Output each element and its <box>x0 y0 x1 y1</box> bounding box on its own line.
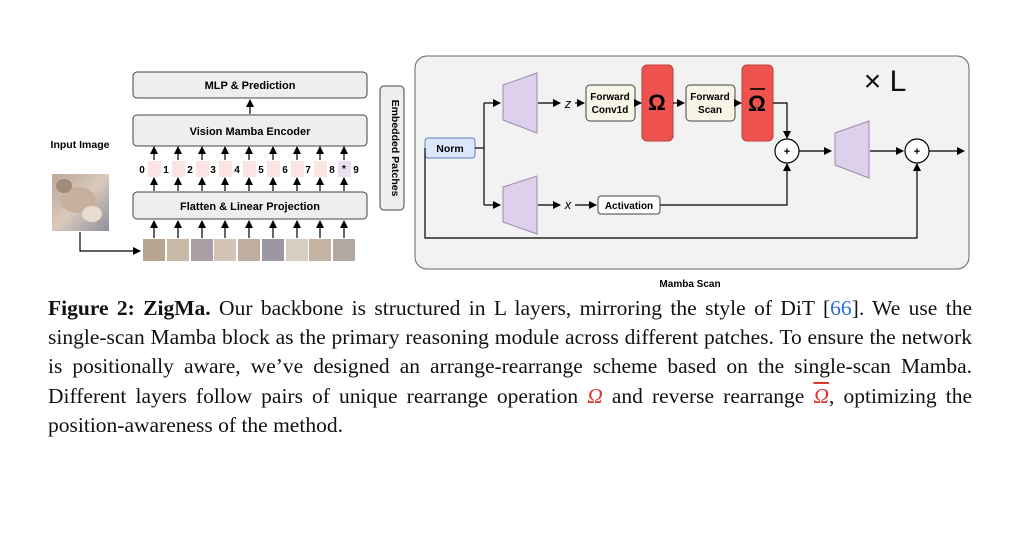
forward-scan-label-1: Forward <box>690 92 729 103</box>
vision-mamba-encoder-label: Vision Mamba Encoder <box>190 126 312 138</box>
caption-text-4: , optimizing the position-awareness of t… <box>48 383 972 437</box>
input-image-label: Input Image <box>51 139 110 151</box>
flatten-projection-label: Flatten & Linear Projection <box>180 201 320 213</box>
mamba-scan-label: Mamba Scan <box>659 279 720 290</box>
flatten-projection-box <box>132 191 368 220</box>
z-variable: z <box>564 96 572 111</box>
patch-index-7: 7 <box>305 165 311 176</box>
mamba-block-container <box>414 55 970 270</box>
caption-label: Figure 2: ZigMa. <box>48 296 211 320</box>
patch-index-3: 3 <box>210 165 216 176</box>
caption-omega-bar: Ω <box>813 383 829 408</box>
patch-index-0: 0 <box>139 165 145 176</box>
layers-label: × L <box>864 65 907 98</box>
caption-text-3: and reverse rearrange <box>602 383 814 408</box>
forward-conv1d-label-1: Forward <box>590 92 629 103</box>
top-projection-trapezoid <box>502 72 538 134</box>
mlp-prediction-box <box>132 71 368 99</box>
patch-index-4: 4 <box>234 165 240 176</box>
omega-symbol: Ω <box>648 90 666 115</box>
patch-index-6: 6 <box>282 165 288 176</box>
residual-sum-symbol: + <box>914 146 920 158</box>
patch-index-1: 1 <box>163 165 169 176</box>
forward-conv1d-label-2: Conv1d <box>592 105 629 116</box>
patch-index-2: 2 <box>187 165 193 176</box>
caption-text-1: Our backbone is structured in L layers, … <box>210 296 831 320</box>
norm-label: Norm <box>436 143 463 155</box>
gating-sum-symbol: + <box>784 146 790 158</box>
zigma-architecture-diagram: Input Image Flatten & Linear Projection <box>51 55 970 290</box>
citation-link[interactable]: 66 <box>830 296 852 320</box>
figure-caption: Figure 2: ZigMa. Our backbone is structu… <box>48 294 972 440</box>
bottom-projection-trapezoid <box>502 175 538 235</box>
embedded-patches-box <box>379 85 405 211</box>
patch-index-8: 8 <box>329 165 335 176</box>
vision-mamba-encoder-box <box>132 114 368 147</box>
activation-label: Activation <box>605 201 653 212</box>
patch-index-9: 9 <box>353 165 359 176</box>
forward-scan-label-2: Scan <box>698 105 722 116</box>
caption-text-2: ]. We use the single-scan Mamba block as… <box>48 296 972 408</box>
input-image-thumbnail <box>52 174 109 231</box>
patch-index-5: 5 <box>258 165 264 176</box>
patch-index-star: * <box>342 164 346 175</box>
patch-index-tokens: 0 1 2 3 4 5 6 7 8 * 9 <box>139 161 359 177</box>
output-projection-trapezoid <box>834 120 870 179</box>
caption-omega: Ω <box>587 383 603 408</box>
omega-bar-symbol: Ω <box>748 91 766 116</box>
x-variable: x <box>564 197 572 212</box>
mlp-prediction-label: MLP & Prediction <box>205 80 296 92</box>
embedded-patches-label: Embedded Patches <box>389 100 401 197</box>
image-patches <box>143 239 355 261</box>
